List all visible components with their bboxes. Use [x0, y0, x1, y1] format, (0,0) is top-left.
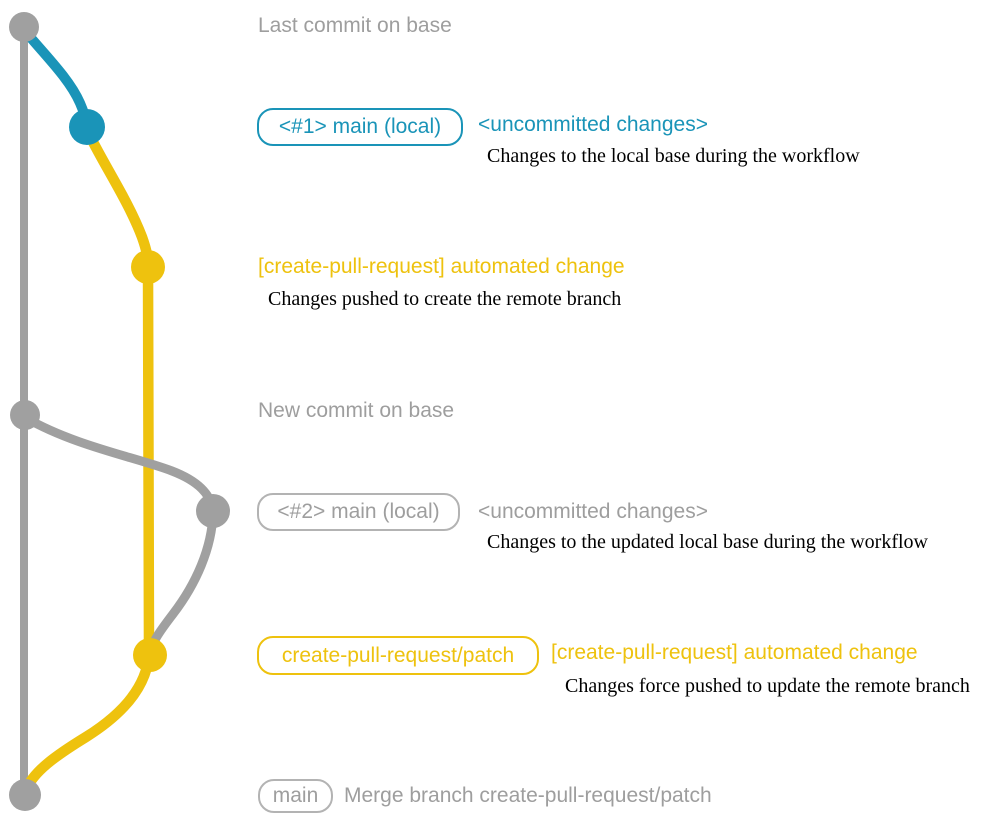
commit-title-automated-change-1: [create-pull-request] automated change — [258, 255, 625, 278]
commit-message-merge-branch: Merge branch create-pull-request/patch — [344, 784, 712, 807]
commit-title-uncommitted-changes-1: <uncommitted changes> — [478, 113, 708, 136]
commit-desc-local-base-changes: Changes to the local base during the wor… — [487, 145, 860, 167]
commit-title-uncommitted-changes-2: <uncommitted changes> — [478, 500, 708, 523]
commit-desc-updated-local-base-changes: Changes to the updated local base during… — [487, 531, 928, 553]
heading-last-commit-on-base: Last commit on base — [258, 14, 452, 37]
branch-uncommitted-2-out-curve — [21, 413, 218, 516]
commit-desc-force-pushed-update-remote: Changes force pushed to update the remot… — [565, 675, 970, 697]
git-graph — [9, 12, 230, 811]
commit-dot-local-changes-1 — [69, 109, 105, 145]
branch-badge-main-local-1: <#1> main (local) — [257, 108, 463, 146]
branch-badge-main: main — [258, 779, 333, 813]
commit-dot-merge-commit — [9, 779, 41, 811]
commit-dot-new-commit-on-base — [10, 400, 40, 430]
commit-dot-remote-branch-created — [131, 250, 165, 284]
commit-desc-pushed-create-remote: Changes pushed to create the remote bran… — [268, 288, 622, 310]
commit-dot-remote-branch-updated — [133, 638, 167, 672]
heading-new-commit-on-base: New commit on base — [258, 399, 455, 422]
commit-dot-last-commit-on-base — [9, 12, 39, 42]
commit-title-automated-change-2: [create-pull-request] automated change — [551, 641, 918, 664]
commit-dot-local-changes-2 — [196, 494, 230, 528]
branch-badge-main-local-2: <#2> main (local) — [257, 493, 460, 531]
branch-uncommitted-2-in-curve — [145, 508, 218, 660]
branch-badge-create-pull-request-patch: create-pull-request/patch — [257, 636, 539, 675]
